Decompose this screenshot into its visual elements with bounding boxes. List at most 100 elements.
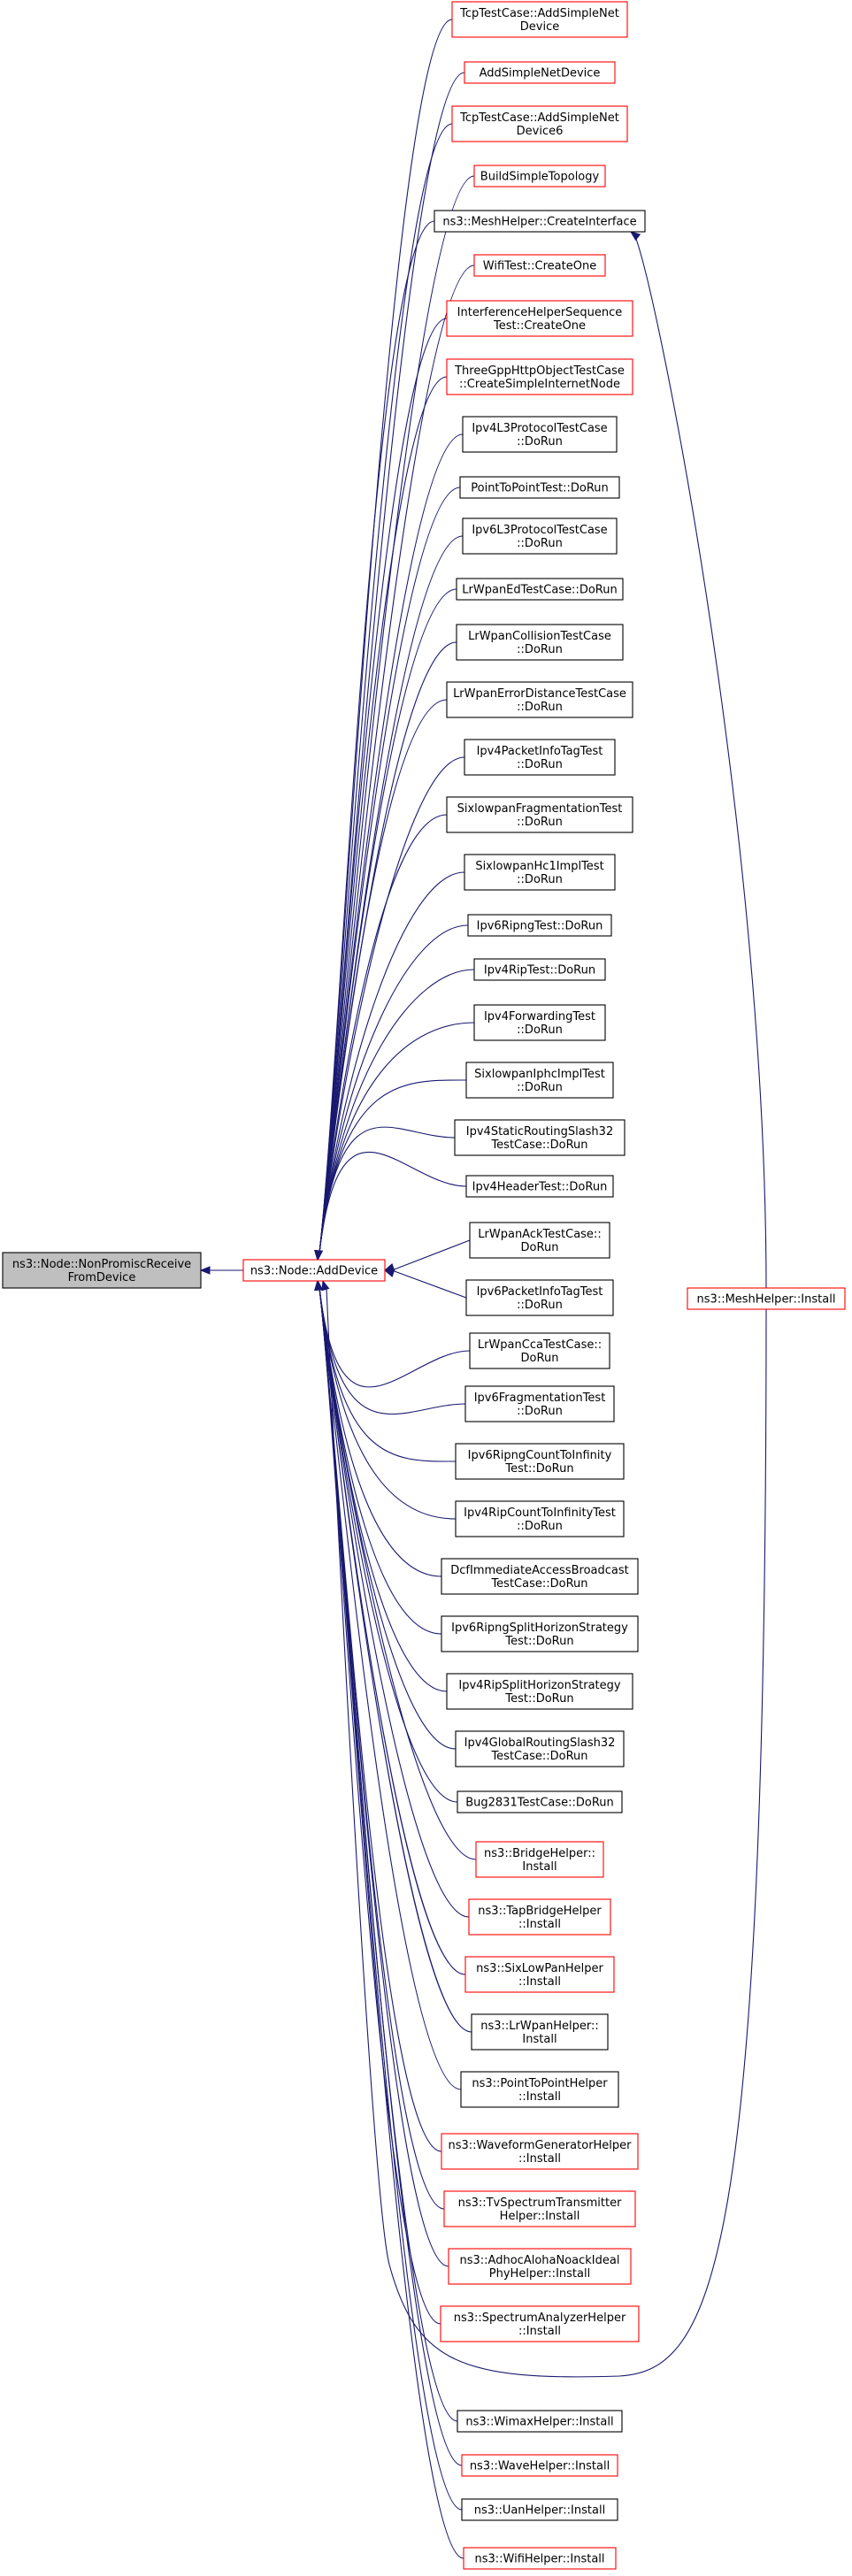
node-n39[interactable]: ns3::PointToPointHelper::Install — [460, 2071, 619, 2108]
node-label-line: ::Install — [518, 1918, 561, 1931]
node-n41[interactable]: ns3::TvSpectrumTransmitterHelper::Instal… — [443, 2190, 636, 2227]
edge-n24-to-hub — [391, 1239, 471, 1271]
node-n23[interactable]: Ipv4HeaderTest::DoRun — [465, 1175, 614, 1198]
node-label-line: ns3::BridgeHelper:: — [484, 1847, 595, 1860]
node-box — [2, 1252, 202, 1289]
node-label-line: LrWpanEdTestCase::DoRun — [462, 584, 617, 597]
node-n45[interactable]: ns3::WaveHelper::Install — [461, 2454, 618, 2477]
node-label-line: ::Install — [518, 2325, 561, 2338]
node-box — [441, 1558, 639, 1595]
node-box — [446, 300, 633, 337]
edge-n5-to-hub — [319, 220, 435, 1254]
node-n19[interactable]: Ipv4RipTest::DoRun — [473, 958, 606, 981]
node-label-line: ns3::WaveHelper::Install — [470, 2460, 610, 2473]
node-box — [456, 578, 624, 601]
node-label-line: SixlowpanIphcImplTest — [474, 1068, 605, 1081]
edge-n38-to-hub — [319, 1287, 472, 2033]
node-n46[interactable]: ns3::UanHelper::Install — [461, 2498, 618, 2521]
node-n44[interactable]: ns3::WimaxHelper::Install — [457, 2410, 623, 2433]
node-box — [455, 1730, 625, 1767]
node-n1[interactable]: TcpTestCase::AddSimpleNetDevice — [451, 1, 628, 38]
node-label-line: Ipv4StaticRoutingSlash32 — [466, 1125, 613, 1138]
node-n8[interactable]: ThreeGppHttpObjectTestCase::CreateSimple… — [446, 358, 633, 395]
node-label-line: Ipv4L3ProtocolTestCase — [472, 422, 607, 435]
node-n25[interactable]: Ipv6PacketInfoTagTest::DoRun — [465, 1279, 614, 1316]
node-box — [459, 476, 620, 499]
node-box — [451, 1, 628, 38]
node-label-line: Ipv4RipSplitHorizonStrategy — [458, 1679, 620, 1692]
node-hub[interactable]: ns3::Node::AddDevice — [242, 1259, 386, 1282]
node-n18[interactable]: Ipv6RipngTest::DoRun — [467, 914, 612, 937]
node-mesh[interactable]: ns3::MeshHelper::Install — [687, 1287, 846, 1310]
node-n26[interactable]: LrWpanCcaTestCase::DoRun — [469, 1332, 610, 1369]
arrow-n25 — [383, 1269, 395, 1277]
node-n14[interactable]: LrWpanErrorDistanceTestCase::DoRun — [446, 681, 633, 718]
node-n12[interactable]: LrWpanEdTestCase::DoRun — [456, 578, 624, 601]
node-label-line: ::DoRun — [517, 758, 563, 771]
node-box — [469, 1222, 610, 1259]
node-n17[interactable]: SixlowpanHc1ImplTest::DoRun — [464, 854, 616, 891]
node-n5[interactable]: ns3::MeshHelper::CreateInterface — [434, 210, 646, 233]
node-n11[interactable]: Ipv6L3ProtocolTestCase::DoRun — [462, 518, 618, 555]
arrow-n23 — [314, 1250, 323, 1261]
node-n6[interactable]: WifiTest::CreateOne — [473, 254, 606, 277]
node-label-line: ::DoRun — [517, 1299, 563, 1312]
node-label-line: Ipv6RipngSplitHorizonStrategy — [451, 1622, 628, 1635]
node-box — [465, 1175, 614, 1198]
node-label-line: ns3::Node::NonPromiscReceive — [12, 1258, 191, 1271]
node-n38[interactable]: ns3::LrWpanHelper::Install — [471, 2013, 609, 2051]
node-box — [473, 1004, 606, 1041]
node-label-line: TcpTestCase::AddSimpleNet — [459, 7, 619, 20]
node-n16[interactable]: SixlowpanFragmentationTest::DoRun — [446, 796, 633, 833]
node-box — [465, 1279, 614, 1316]
edge-n23-to-hub — [319, 1151, 467, 1254]
node-n37[interactable]: ns3::SixLowPanHelper::Install — [464, 1956, 615, 1993]
node-label-line: PointToPointTest::DoRun — [471, 482, 609, 495]
node-n9[interactable]: Ipv4L3ProtocolTestCase::DoRun — [462, 416, 618, 453]
node-n2[interactable]: AddSimpleNetDevice — [464, 61, 616, 84]
node-label-line: ns3::SixLowPanHelper — [476, 1962, 603, 1975]
edge-n25-to-hub — [391, 1269, 467, 1299]
node-n47[interactable]: ns3::WifiHelper::Install — [463, 2547, 617, 2570]
node-n29[interactable]: Ipv4RipCountToInfinityTest::DoRun — [455, 1500, 625, 1537]
node-n34[interactable]: Bug2831TestCase::DoRun — [457, 1790, 623, 1813]
arrow-to-root — [199, 1266, 211, 1275]
node-n27[interactable]: Ipv6FragmentationTest::DoRun — [464, 1385, 615, 1422]
node-n24[interactable]: LrWpanAckTestCase::DoRun — [469, 1222, 610, 1259]
node-n21[interactable]: SixlowpanIphcImplTest::DoRun — [465, 1062, 614, 1099]
node-n42[interactable]: ns3::AdhocAlohaNoackIdealPhyHelper::Inst… — [448, 2248, 632, 2285]
node-n35[interactable]: ns3::BridgeHelper::Install — [475, 1841, 604, 1878]
node-label-line: DcfImmediateAccessBroadcast — [450, 1564, 628, 1577]
edge-n16-to-hub — [319, 814, 448, 1254]
node-n10[interactable]: PointToPointTest::DoRun — [459, 476, 620, 499]
node-n15[interactable]: Ipv4PacketInfoTagTest::DoRun — [464, 739, 616, 776]
node-label-line: TestCase::DoRun — [490, 1577, 587, 1591]
node-label-line: Ipv4ForwardingTest — [484, 1010, 595, 1024]
node-label-line: ::DoRun — [517, 1024, 563, 1037]
edge-n6-to-hub — [319, 264, 475, 1254]
node-label-line: ::DoRun — [517, 537, 563, 550]
node-n7[interactable]: InterferenceHelperSequenceTest::CreateOn… — [446, 300, 633, 337]
node-box — [463, 2547, 617, 2570]
node-n43[interactable]: ns3::SpectrumAnalyzerHelper::Install — [440, 2305, 640, 2342]
node-label-line: ::DoRun — [517, 643, 563, 656]
node-n30[interactable]: DcfImmediateAccessBroadcastTestCase::DoR… — [441, 1558, 639, 1595]
node-n36[interactable]: ns3::TapBridgeHelper::Install — [468, 1898, 611, 1936]
node-n20[interactable]: Ipv4ForwardingTest::DoRun — [473, 1004, 606, 1041]
node-n13[interactable]: LrWpanCollisionTestCase::DoRun — [456, 624, 624, 661]
node-label-line: ns3::WifiHelper::Install — [474, 2553, 604, 2566]
node-n4[interactable]: BuildSimpleTopology — [473, 165, 606, 188]
edge-n18-to-hub — [319, 924, 469, 1254]
node-box — [471, 2013, 609, 2051]
node-box — [441, 1615, 639, 1652]
node-box — [464, 1385, 615, 1422]
node-n40[interactable]: ns3::WaveformGeneratorHelper::Install — [441, 2133, 639, 2170]
node-label-line: Ipv4GlobalRoutingSlash32 — [464, 1736, 616, 1750]
